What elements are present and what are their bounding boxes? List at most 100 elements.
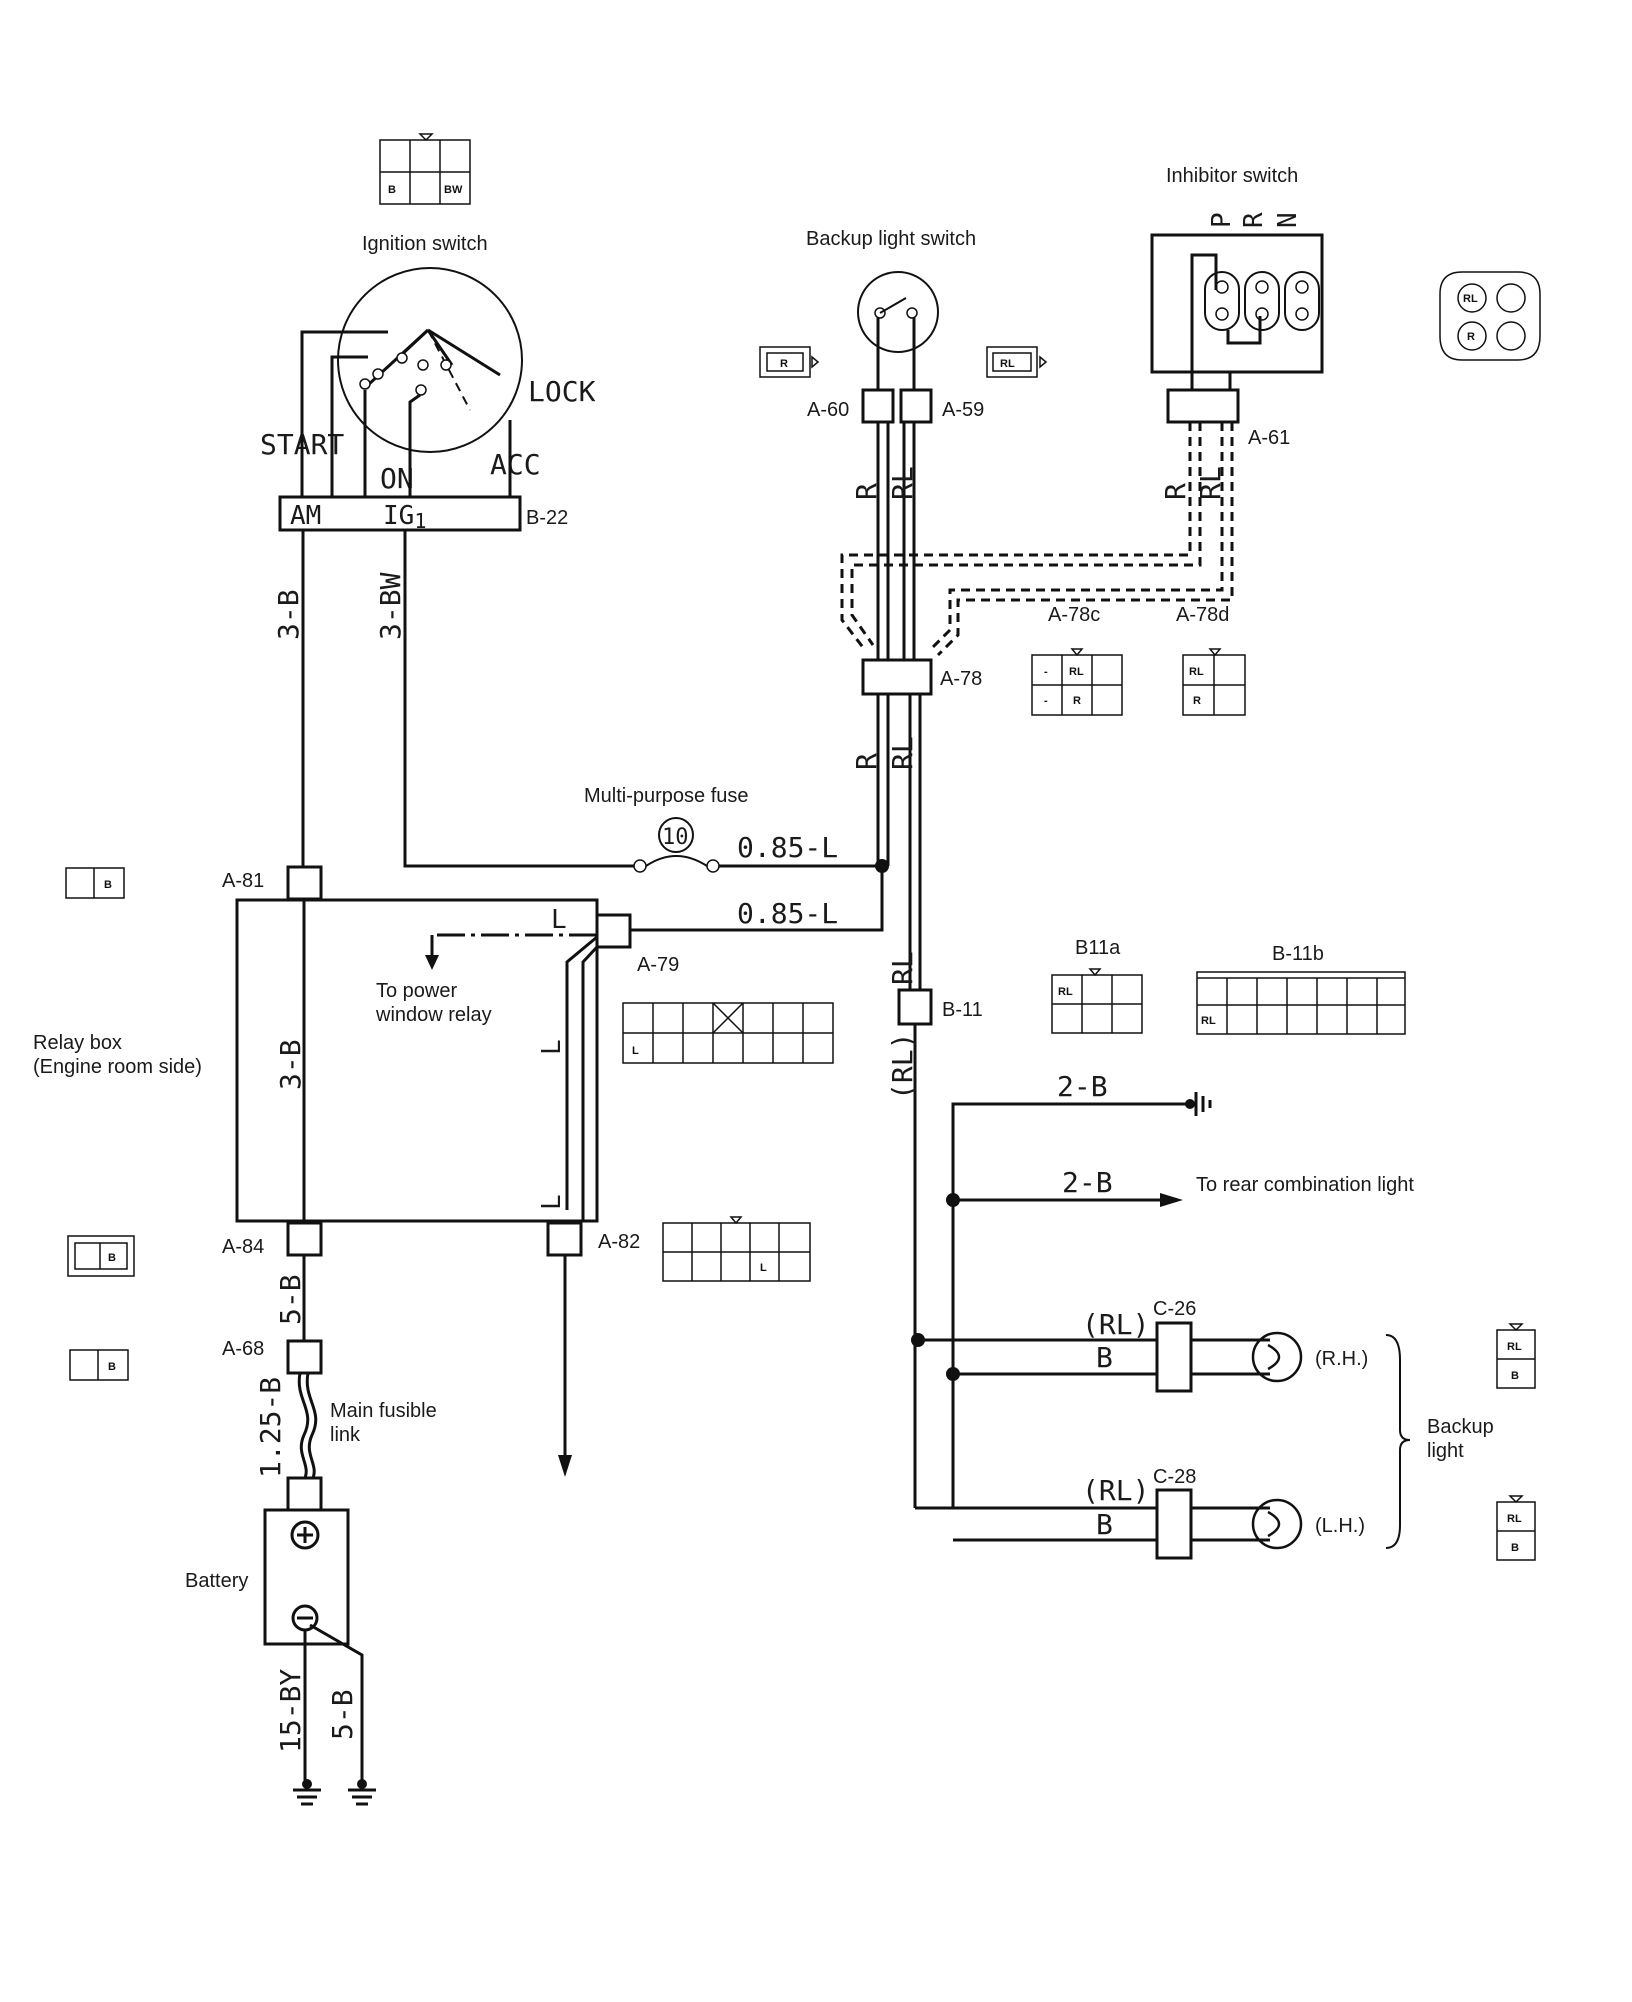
ignition-switch-symbol [337,267,523,453]
svg-text:RL: RL [1507,1341,1522,1353]
relay-internal-3b-label: 3-B [274,1039,307,1090]
a60-face: R [759,346,820,378]
ground-icon [293,1779,321,1806]
rear-wire-label: 2-B [1062,1166,1113,1199]
bulb-icon [1251,1498,1303,1550]
svg-text:B: B [1511,1370,1519,1382]
relay-out-wire-label: 0.85-L [737,897,838,930]
svg-text:R: R [1193,695,1201,707]
a82-connector [546,1221,583,1257]
fusible-wire-label: 1.25-B [254,1377,287,1478]
wire-rl-paren-label: (RL) [886,1033,919,1100]
a81-face: B [65,867,125,899]
a78-connector [861,658,933,696]
svg-text:B: B [1511,1542,1519,1554]
backup-light-switch-symbol [857,271,939,390]
svg-text:-: - [1044,666,1048,678]
battery-wire-15by-label: 15-BY [274,1669,307,1753]
relay-box [235,898,599,1223]
ignition-switch-connector-face: B BW [379,133,471,205]
svg-text:R: R [1073,695,1081,707]
multi-purpose-fuse-label: Multi-purpose fuse [584,785,749,807]
ground-wire-label: 2-B [1057,1070,1108,1103]
b11a-face: RL [1051,968,1143,1034]
b11a-label: B11a [1075,937,1121,959]
a79-connector [595,913,632,949]
lh-label: (L.H.) [1315,1515,1365,1537]
inhibitor-r-label: R [1239,212,1269,228]
a78d-label: A-78d [1176,604,1229,626]
wire-r-upper-label: R [850,483,883,500]
svg-text:L: L [760,1262,767,1274]
a84-face: B [67,1235,135,1277]
a68-face: B [69,1349,129,1381]
lh-rl-wire-label: (RL) [1082,1474,1149,1507]
a79-face: L [622,1002,834,1064]
c26-face: RL B [1496,1323,1536,1389]
a82-face: L [662,1216,811,1282]
inhibitor-n-label: N [1273,212,1303,228]
b11b-face: RL [1196,971,1406,1035]
a78c-face: - RL - R [1031,648,1123,716]
relay-box-sublabel: (Engine room side) [33,1056,202,1078]
a84-label: A-84 [222,1236,264,1258]
svg-text:R: R [780,358,788,370]
wire-rl-lower-label: RL [886,736,919,770]
bulb-icon [1251,1331,1303,1383]
pin-b: B [388,184,396,196]
svg-text:-: - [1044,695,1048,707]
svg-text:L: L [632,1045,639,1057]
a61-face: RL R [1439,271,1541,361]
backup-light-sublabel: light [1427,1440,1464,1462]
arrow-right-icon [1160,1193,1183,1207]
c28-connector [1155,1488,1193,1560]
a61-label: A-61 [1248,427,1290,449]
lh-b-wire-label: B [1096,1508,1113,1541]
fuse-element [645,855,708,867]
a79-label: A-79 [637,954,679,976]
a78d-face: RL R [1182,648,1246,716]
fuse-terminal-right [706,859,720,873]
svg-text:B: B [108,1361,116,1373]
svg-text:R: R [1467,331,1475,343]
pin-bw: BW [444,184,463,196]
to-power-window-label: To power [376,980,457,1002]
wire-r-inhibitor-label: R [1159,483,1192,500]
wire-rl-inhibitor-label: RL [1194,466,1227,500]
wire-5b-label: 5-B [274,1274,307,1325]
a60-label: A-60 [807,399,849,421]
wire-r-lower-label: R [850,753,883,770]
c28-label: C-28 [1153,1466,1196,1488]
svg-text:RL: RL [1189,666,1204,678]
svg-text:RL: RL [1000,358,1015,370]
battery-wire-5b-label: 5-B [326,1689,359,1740]
ignition-switch-label: Ignition switch [362,233,488,255]
a59-label: A-59 [942,399,984,421]
main-fusible-link [297,1372,310,1481]
battery-connector [286,1476,323,1512]
am-terminal-label: AM [290,501,321,531]
wire-rl-b11-label: RL [886,951,919,985]
to-power-window-sublabel: window relay [375,1004,492,1026]
a84-connector [286,1221,323,1257]
battery-label: Battery [185,1570,248,1592]
a68-label: A-68 [222,1338,264,1360]
a59-connector [899,388,933,424]
ground-icon [348,1779,376,1806]
a78-label: A-78 [940,668,982,690]
backup-light-label: Backup [1427,1416,1494,1438]
a68-connector [286,1339,323,1375]
b22-connector [278,495,522,532]
backup-light-switch-label: Backup light switch [806,228,976,250]
svg-text:B: B [108,1252,116,1264]
b11-label: B-11 [942,999,983,1021]
acc-position-label: ACC [490,448,541,481]
fuse-wire-label: 0.85-L [737,831,838,864]
a59-face: RL [986,346,1048,378]
svg-text:B: B [104,879,112,891]
main-fusible-link-label: Main fusible [330,1400,437,1422]
relay-box-label: Relay box [33,1032,122,1054]
rh-label: (R.H.) [1315,1348,1368,1370]
main-fusible-link-sublabel: link [330,1424,361,1446]
inhibitor-switch-symbol [1150,233,1324,390]
